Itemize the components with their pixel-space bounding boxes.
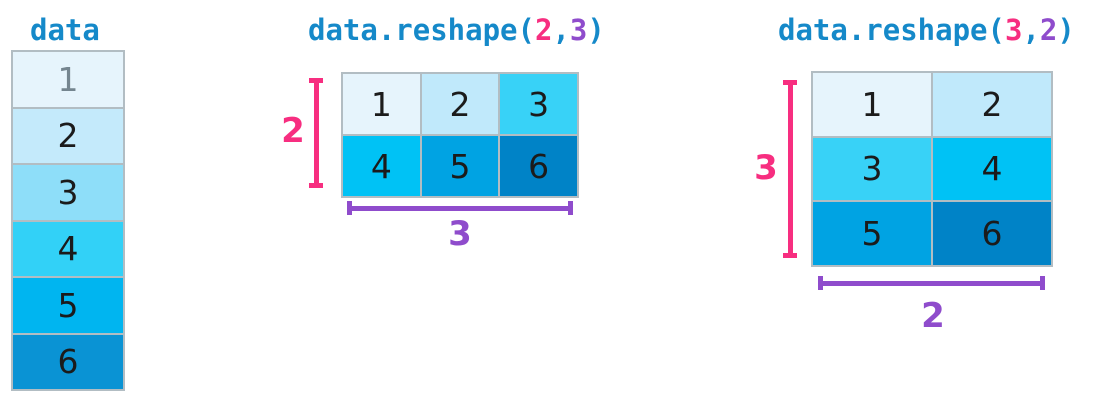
rows-count-label: 3 (754, 148, 778, 188)
code-comma: , (1022, 13, 1040, 47)
cell-5: 5 (13, 278, 123, 333)
cols-count-label: 2 (921, 296, 945, 336)
code-suffix: ) (1057, 13, 1075, 47)
cell-6: 6 (933, 202, 1051, 265)
cell-2: 2 (933, 73, 1051, 136)
cell-6: 6 (500, 136, 577, 196)
cell-3: 3 (13, 165, 123, 220)
reshape-2-3-header: data.reshape(2,3) (308, 13, 605, 47)
cell-5: 5 (421, 136, 499, 196)
cols-argument: 2 (1039, 13, 1058, 47)
cell-5: 5 (813, 202, 931, 265)
code-suffix: ) (587, 13, 605, 47)
code-prefix: data.reshape( (778, 13, 1005, 47)
reshape-3-2-header: data.reshape(3,2) (778, 13, 1075, 47)
rows-extent-bracket-icon (783, 80, 797, 258)
rows-argument: 2 (534, 13, 553, 47)
rows-extent-bracket-icon (309, 78, 323, 188)
cols-extent-bracket-icon (818, 276, 1045, 290)
cell-1: 1 (813, 73, 931, 136)
cell-3: 3 (500, 74, 577, 134)
cell-1: 1 (13, 52, 123, 107)
cell-2: 2 (13, 108, 123, 163)
data-column-title: data (30, 13, 100, 47)
cell-4: 4 (13, 221, 123, 276)
cols-extent-bracket-icon (347, 201, 573, 215)
cols-count-label: 3 (448, 214, 472, 254)
code-comma: , (552, 13, 570, 47)
cell-2: 2 (421, 74, 499, 134)
cell-4: 4 (343, 136, 420, 196)
rows-count-label: 2 (281, 111, 305, 151)
cols-argument: 3 (569, 13, 588, 47)
cell-3: 3 (813, 137, 931, 201)
code-prefix: data.reshape( (308, 13, 535, 47)
rows-argument: 3 (1004, 13, 1023, 47)
cell-6: 6 (13, 334, 123, 389)
cell-4: 4 (933, 137, 1051, 201)
cell-1: 1 (343, 74, 420, 134)
